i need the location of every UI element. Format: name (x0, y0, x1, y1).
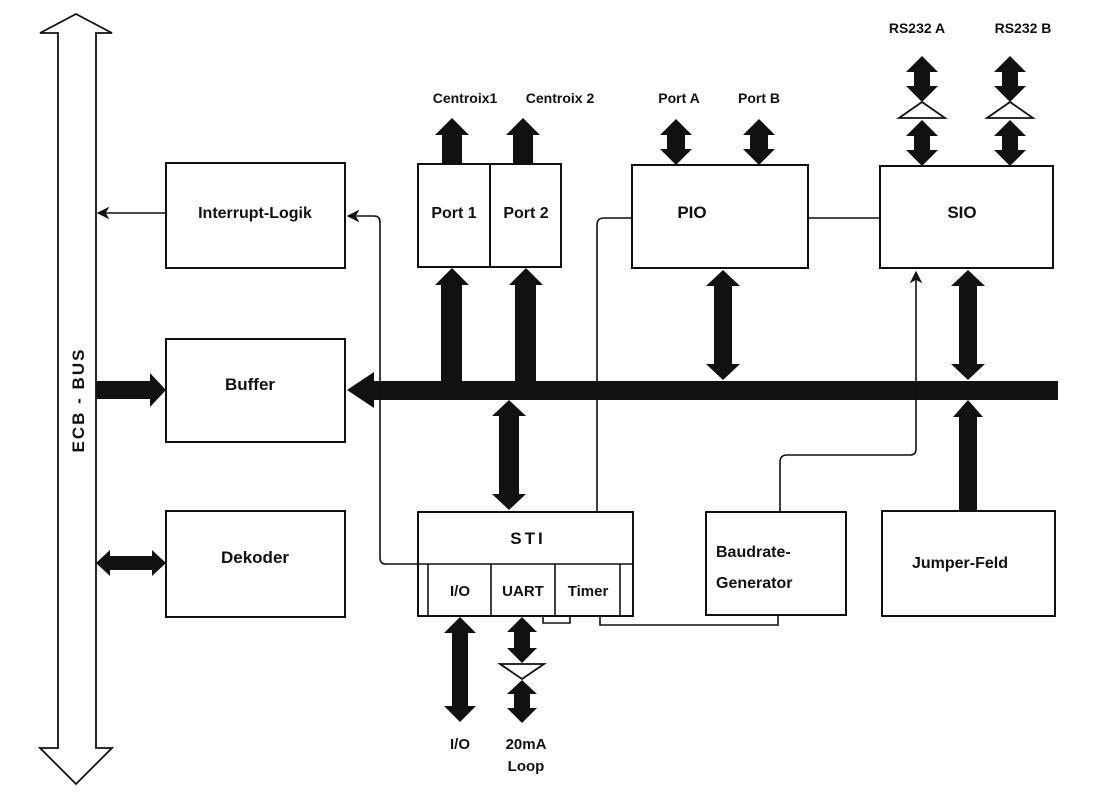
sio-label: SIO (947, 203, 976, 222)
rs232b-upper-arrow (994, 56, 1026, 102)
ecb-bus-arrow (37, 12, 115, 786)
centronics2-label: Centroix 2 (526, 90, 595, 106)
interrupt-logic-label: Interrupt-Logik (198, 205, 312, 222)
ecb-dekoder-arrow (96, 550, 166, 576)
rs232b-label: RS232 B (995, 20, 1052, 36)
dekoder-block (165, 510, 346, 618)
sti-uart-label: UART (502, 583, 544, 600)
baudrate-to-sio-line (779, 270, 923, 512)
sti-io-label: I/O (450, 583, 470, 600)
loop-label-line2: Loop (508, 758, 545, 775)
centronics1-label: Centroix1 (433, 90, 498, 106)
pio-block (631, 164, 809, 269)
loop-driver (497, 663, 547, 681)
sti-label: STI (510, 529, 545, 548)
sti-to-interrupt-line (346, 209, 418, 565)
buffer-block (165, 338, 346, 443)
baudrate-generator-block (705, 511, 847, 616)
port-a-arrow (660, 119, 692, 165)
port-b-label: Port B (738, 90, 780, 106)
port1-label: Port 1 (431, 205, 476, 222)
jumper-to-bus-arrow (953, 400, 983, 511)
rs232b-lower-arrow (994, 120, 1026, 166)
bus-sti-arrow (492, 400, 526, 510)
port2-label: Port 2 (503, 205, 548, 222)
sio-bus-arrow (951, 270, 985, 380)
ecb-to-buffer-arrow (96, 373, 166, 407)
dekoder-label: Dekoder (221, 548, 289, 567)
pio-bus-arrow (706, 270, 740, 380)
pio-sti-line (596, 217, 632, 512)
ecb-bus-label: ECB - BUS (69, 348, 88, 453)
port-b-arrow (743, 119, 775, 165)
pio-label: PIO (677, 203, 706, 222)
rs232a-lower-arrow (906, 120, 938, 166)
buffer-label: Buffer (225, 375, 275, 394)
loop-label-line1: 20mA (506, 736, 547, 753)
port-a-label: Port A (658, 90, 699, 106)
bus-to-port2-arrow (509, 268, 543, 381)
sti-timer-label: Timer (568, 583, 609, 600)
rs232a-upper-arrow (906, 56, 938, 102)
port2-block (489, 163, 562, 268)
rs232a-label: RS232 A (889, 20, 945, 36)
timer-to-baudrate-line (599, 615, 779, 626)
internal-data-bus (372, 381, 1058, 400)
rs232a-driver (896, 100, 948, 119)
jumper-field-label: Jumper-Feld (912, 555, 1008, 572)
jumper-field-block (881, 510, 1056, 617)
uart-upper-arrow (507, 617, 537, 663)
baudrate-label-line1: Baudrate- (716, 544, 791, 561)
centronics1-arrow (435, 118, 469, 164)
bus-to-buffer-arrowhead (347, 372, 374, 408)
interrupt-logic-block (165, 162, 346, 269)
io-external-arrow (444, 617, 476, 722)
centronics2-arrow (506, 118, 540, 164)
uart-lower-arrow (507, 680, 537, 723)
baudrate-label-line2: Generator (716, 575, 792, 592)
uart-timer-link (542, 616, 571, 624)
bus-to-port1-arrow (435, 268, 469, 381)
io-external-label: I/O (450, 736, 470, 753)
rs232b-driver (984, 100, 1036, 119)
sio-block (879, 165, 1054, 269)
